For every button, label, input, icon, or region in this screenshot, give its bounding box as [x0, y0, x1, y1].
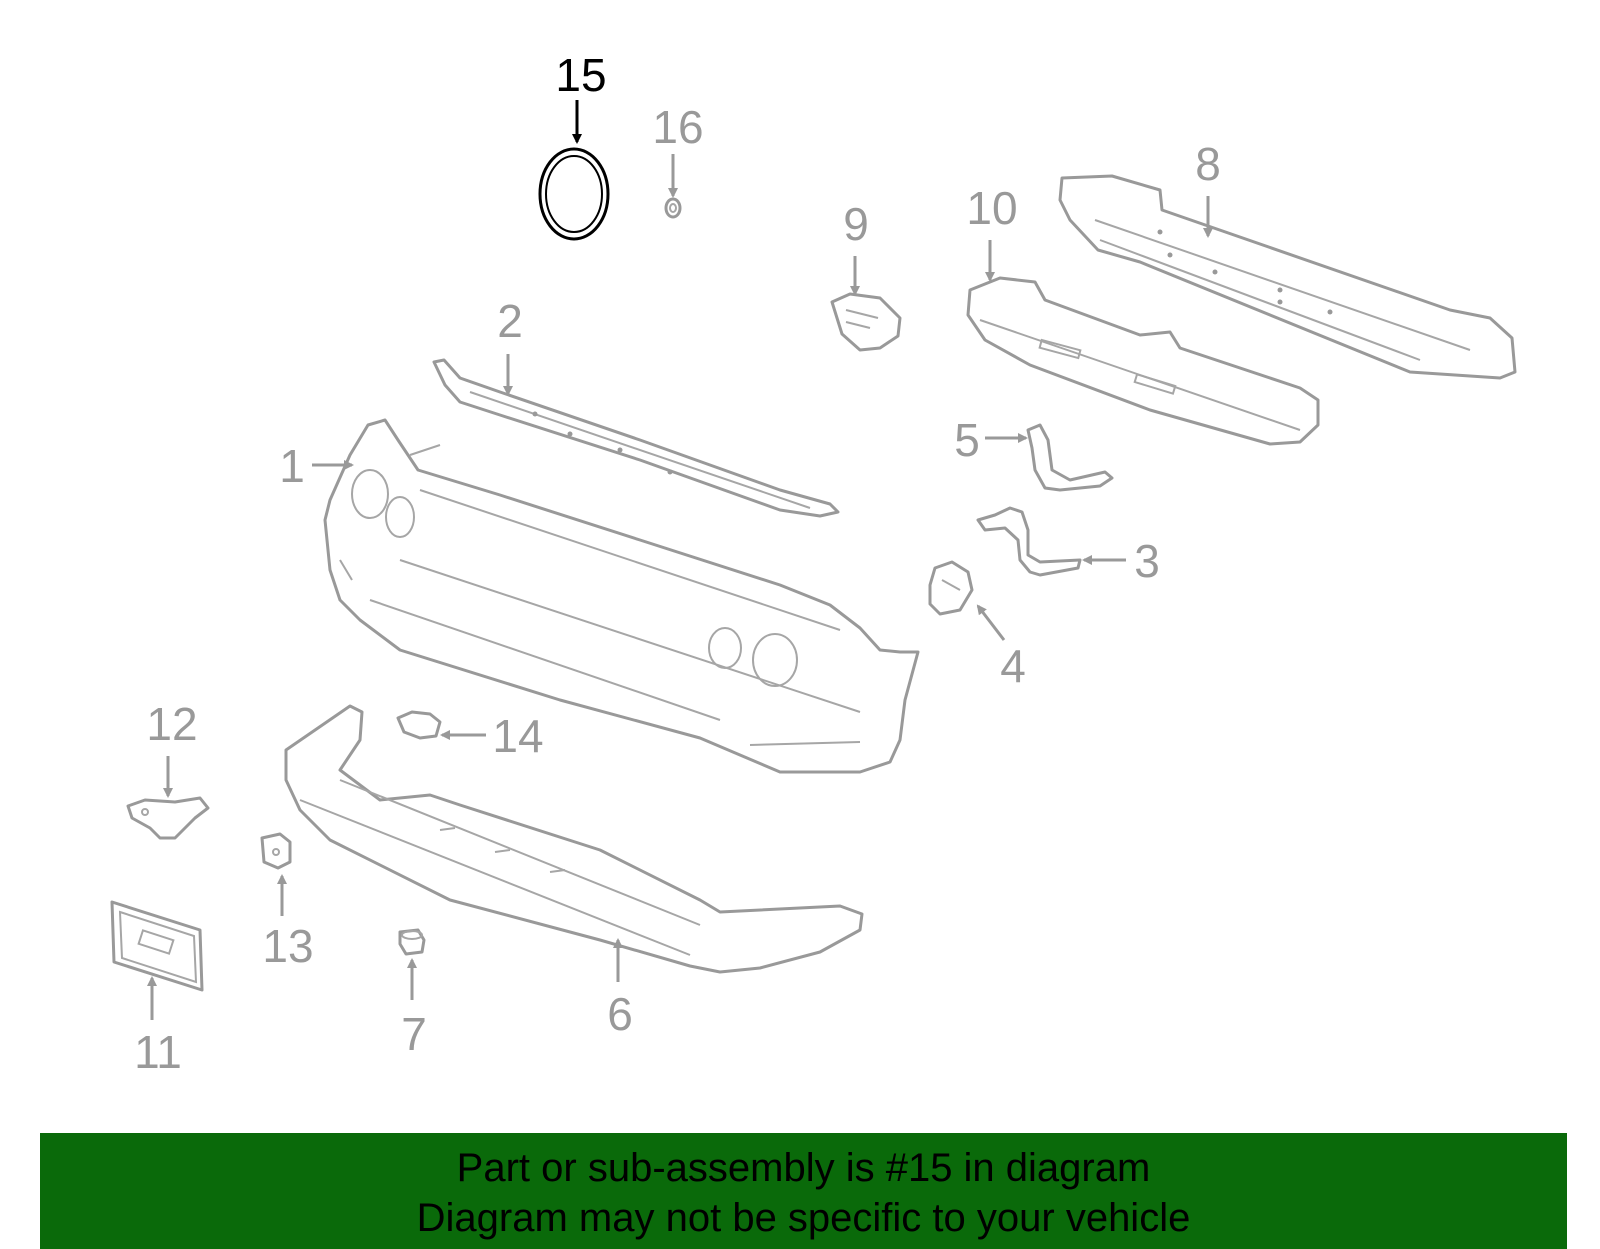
- part-11-plate-bracket[interactable]: [110, 900, 204, 992]
- callout-1[interactable]: 1: [279, 440, 305, 492]
- part-13-retainer[interactable]: [260, 832, 292, 870]
- callout-4[interactable]: 4: [1000, 640, 1026, 692]
- part-2-molding[interactable]: [432, 358, 840, 518]
- callout-3[interactable]: 3: [1134, 535, 1160, 587]
- callout-labels: 15 16 8 10 9 2 1 5 3 4 12 14 13 11 7 6: [134, 49, 1221, 1078]
- callout-15[interactable]: 15: [555, 49, 606, 101]
- callout-16[interactable]: 16: [652, 101, 703, 153]
- part-12-bracket[interactable]: [126, 796, 210, 840]
- part-6-spoiler[interactable]: [284, 704, 864, 974]
- callout-arrows: [147, 100, 1213, 1020]
- part-10-absorber[interactable]: [966, 276, 1320, 446]
- part-16-grommet[interactable]: [664, 197, 682, 219]
- part-1-bumper-cover[interactable]: [323, 418, 920, 774]
- callout-9[interactable]: 9: [843, 198, 869, 250]
- part-3-bracket[interactable]: [976, 506, 1082, 577]
- part-9-cap[interactable]: [830, 292, 902, 352]
- callout-11[interactable]: 11: [134, 1026, 182, 1078]
- part-5-bracket[interactable]: [1026, 423, 1114, 492]
- info-banner: Part or sub-assembly is #15 in diagram D…: [40, 1133, 1567, 1249]
- callout-7[interactable]: 7: [401, 1008, 427, 1060]
- callout-13[interactable]: 13: [262, 920, 313, 972]
- callout-14[interactable]: 14: [492, 710, 543, 762]
- callout-5[interactable]: 5: [954, 414, 980, 466]
- callout-8[interactable]: 8: [1195, 138, 1221, 190]
- banner-line-part: Part or sub-assembly is #15 in diagram: [456, 1146, 1151, 1190]
- part-7-nut[interactable]: [398, 928, 426, 956]
- callout-2[interactable]: 2: [497, 295, 523, 347]
- callout-12[interactable]: 12: [146, 698, 197, 750]
- part-4-bracket[interactable]: [928, 560, 974, 616]
- callout-10[interactable]: 10: [966, 182, 1017, 234]
- part-15-ring[interactable]: [538, 147, 610, 241]
- banner-line-disclaimer: Diagram may not be specific to your vehi…: [416, 1196, 1191, 1240]
- callout-6[interactable]: 6: [607, 988, 633, 1040]
- part-8-reinforcement[interactable]: [1058, 174, 1517, 380]
- part-14-clip[interactable]: [396, 710, 442, 740]
